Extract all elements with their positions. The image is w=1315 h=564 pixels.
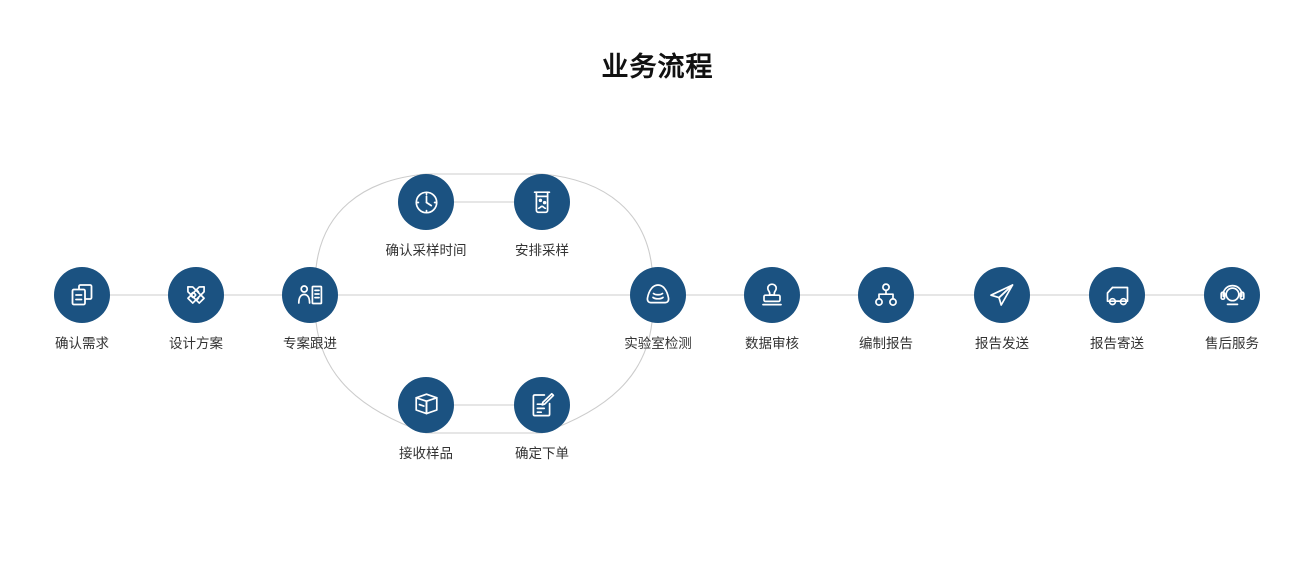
step-icon-bubble[interactable] — [858, 267, 914, 323]
step-label: 报告寄送 — [1090, 336, 1144, 351]
copy-documents-icon — [71, 284, 93, 306]
ultrasound-scan-icon — [646, 284, 670, 304]
sample-jar-icon — [533, 191, 551, 214]
step-after-sales[interactable]: 售后服务 — [1172, 267, 1292, 353]
step-label: 安排采样 — [515, 243, 569, 258]
step-icon-bubble[interactable] — [514, 174, 570, 230]
step-report-shipping[interactable]: 报告寄送 — [1057, 267, 1177, 353]
page-title: 业务流程 — [601, 52, 714, 82]
step-report-delivery[interactable]: 报告发送 — [942, 267, 1062, 353]
step-label: 设计方案 — [169, 336, 223, 351]
step-label: 专案跟进 — [283, 336, 337, 351]
step-icon-bubble[interactable] — [54, 267, 110, 323]
step-icon-bubble[interactable] — [514, 377, 570, 433]
step-data-review[interactable]: 数据审核 — [712, 267, 832, 353]
step-receive-samples[interactable]: 接收样品 — [366, 377, 486, 463]
step-icon-bubble[interactable] — [282, 267, 338, 323]
step-label: 数据审核 — [745, 336, 799, 351]
clock-icon — [414, 190, 438, 214]
step-label: 售后服务 — [1205, 336, 1259, 351]
package-box-icon — [414, 392, 438, 414]
step-project-follow-up[interactable]: 专案跟进 — [250, 267, 370, 353]
step-icon-bubble[interactable] — [168, 267, 224, 323]
step-icon-bubble[interactable] — [974, 267, 1030, 323]
step-confirm-requirement[interactable]: 确认需求 — [22, 267, 142, 353]
step-confirm-sampling-time[interactable]: 确认采样时间 — [366, 174, 486, 260]
org-chart-icon — [875, 283, 897, 306]
step-label: 编制报告 — [859, 336, 913, 351]
step-label: 实验室检测 — [624, 336, 692, 351]
person-building-icon — [297, 285, 323, 305]
step-design-plan[interactable]: 设计方案 — [136, 267, 256, 353]
step-icon-bubble[interactable] — [398, 377, 454, 433]
step-label: 接收样品 — [399, 446, 453, 461]
document-edit-icon — [532, 392, 555, 417]
step-icon-bubble[interactable] — [398, 174, 454, 230]
step-icon-bubble[interactable] — [630, 267, 686, 323]
step-compile-report[interactable]: 编制报告 — [826, 267, 946, 353]
step-label: 确认采样时间 — [385, 243, 467, 258]
step-icon-bubble[interactable] — [744, 267, 800, 323]
step-lab-testing[interactable]: 实验室检测 — [598, 267, 718, 353]
step-label: 确定下单 — [515, 446, 569, 461]
step-icon-bubble[interactable] — [1089, 267, 1145, 323]
step-confirm-order[interactable]: 确定下单 — [482, 377, 602, 463]
delivery-truck-icon — [1106, 286, 1128, 305]
headset-support-icon — [1219, 284, 1245, 305]
paper-plane-icon — [990, 284, 1014, 306]
stamp-icon — [762, 283, 782, 306]
step-icon-bubble[interactable] — [1204, 267, 1260, 323]
pencil-ruler-icon — [187, 286, 205, 304]
step-label: 确认需求 — [55, 336, 109, 351]
step-label: 报告发送 — [975, 336, 1029, 351]
step-arrange-sampling[interactable]: 安排采样 — [482, 174, 602, 260]
